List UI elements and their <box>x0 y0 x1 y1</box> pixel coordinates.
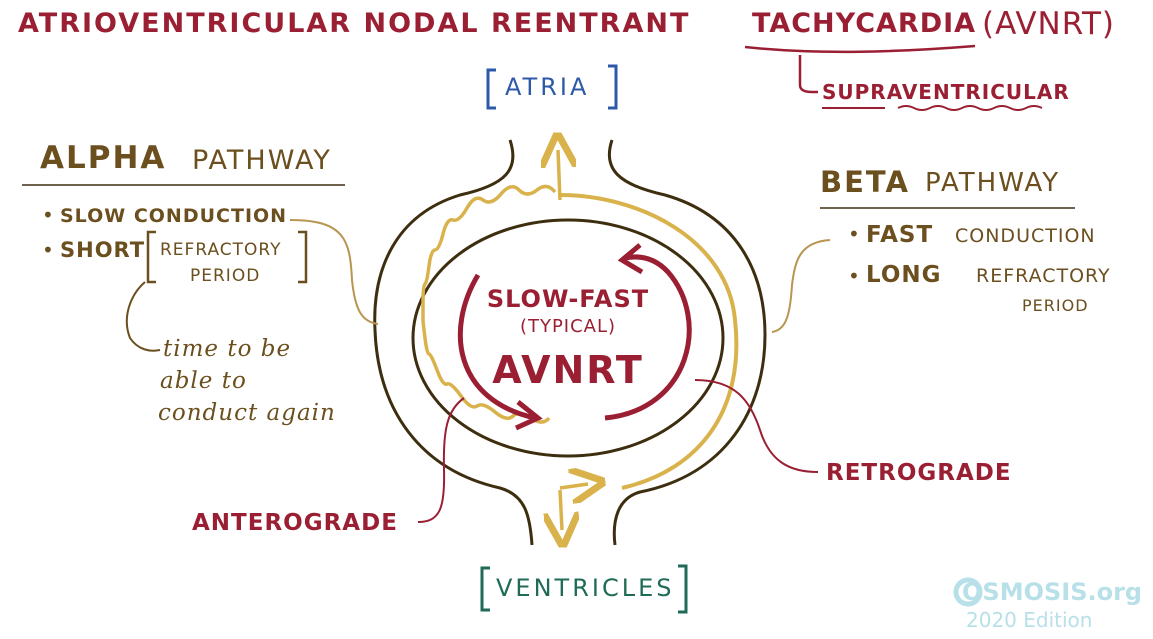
anterograde-label: ANTEROGRADE <box>192 510 398 536</box>
arrow-to-atria <box>558 150 560 201</box>
alpha-note-line-3: conduct again <box>158 400 336 426</box>
reentry-arrow-right <box>604 254 692 421</box>
center-label-bottom: AVNRT <box>492 348 644 392</box>
alpha-title-b: PATHWAY <box>192 145 332 176</box>
reentry-arrowhead-right <box>617 243 644 275</box>
alpha-title-a: ALPHA <box>40 140 167 176</box>
alpha-bullet-2-a: SHORT <box>60 238 146 262</box>
alpha-note-line-2: able to <box>160 368 247 394</box>
av-node-inner-wall <box>411 218 725 458</box>
beta-bullet-2-b: REFRACTORY <box>976 265 1111 287</box>
refractory-bracket-right <box>298 230 308 284</box>
arrow-to-ventricles-1 <box>560 489 562 530</box>
center-label-top: SLOW-FAST <box>486 285 650 313</box>
beta-bullet-2-dot: • <box>848 264 861 288</box>
osmosis-logo-mark <box>953 577 983 607</box>
ventricles-bracket-left <box>480 566 490 612</box>
beta-leader <box>771 239 831 333</box>
atria-label: ATRIA <box>505 73 590 101</box>
alpha-bullet-2-c: PERIOD <box>190 266 261 286</box>
atria-bracket-left <box>486 68 496 110</box>
title-subtype: SUPRAVENTRICULAR <box>822 80 1070 104</box>
watermark-brand: OSMOSIS.org <box>962 578 1143 606</box>
anterograde-leader <box>417 397 465 523</box>
alpha-leader <box>289 219 379 325</box>
beta-title-b: PATHWAY <box>925 168 1061 198</box>
beta-bullet-1-dot: • <box>848 222 861 246</box>
beta-bullet-1-b: CONDUCTION <box>955 225 1096 247</box>
tachycardia-underline <box>744 44 976 54</box>
reentry-arrowhead-left <box>514 400 543 431</box>
ventricles-bracket-right <box>678 564 688 614</box>
center-label-mid: (TYPICAL) <box>519 316 617 337</box>
retrograde-leader <box>694 379 819 473</box>
beta-title-a: BETA <box>820 165 910 199</box>
reentry-arrow-left <box>457 273 536 421</box>
arrow-to-ventricles-2 <box>559 484 588 488</box>
av-node-outer-wall <box>373 139 767 546</box>
title-main: ATRIOVENTRICULAR NODAL REENTRANT <box>18 8 691 39</box>
beta-pathway-line <box>559 193 739 490</box>
alpha-note-line-1: time to be <box>163 336 292 362</box>
title-tachycardia: TACHYCARDIA <box>752 8 977 39</box>
beta-bullet-1-a: FAST <box>866 222 934 248</box>
alpha-bullet-2-b: REFRACTORY <box>160 240 282 260</box>
beta-bullet-2-c: PERIOD <box>1022 296 1089 315</box>
beta-bullet-2-a: LONG <box>866 262 942 288</box>
refractory-bracket-left <box>146 230 156 284</box>
alpha-bullet-1: SLOW CONDUCTION <box>60 205 288 227</box>
alpha-pathway-wave <box>421 184 557 424</box>
supraventricular-connector <box>798 55 818 94</box>
title-abbreviation: (AVNRT) <box>982 6 1116 42</box>
watermark-edition: 2020 Edition <box>966 608 1093 632</box>
atria-bracket-right <box>608 64 618 110</box>
alpha-bullet-1-dot: • <box>42 203 55 227</box>
ventricles-label: VENTRICLES <box>496 574 675 602</box>
supraventricular-wave <box>897 105 1043 111</box>
retrograde-label: RETROGRADE <box>826 460 1012 486</box>
refractory-note-connector <box>125 281 161 352</box>
alpha-bullet-2-dot: • <box>42 238 55 262</box>
